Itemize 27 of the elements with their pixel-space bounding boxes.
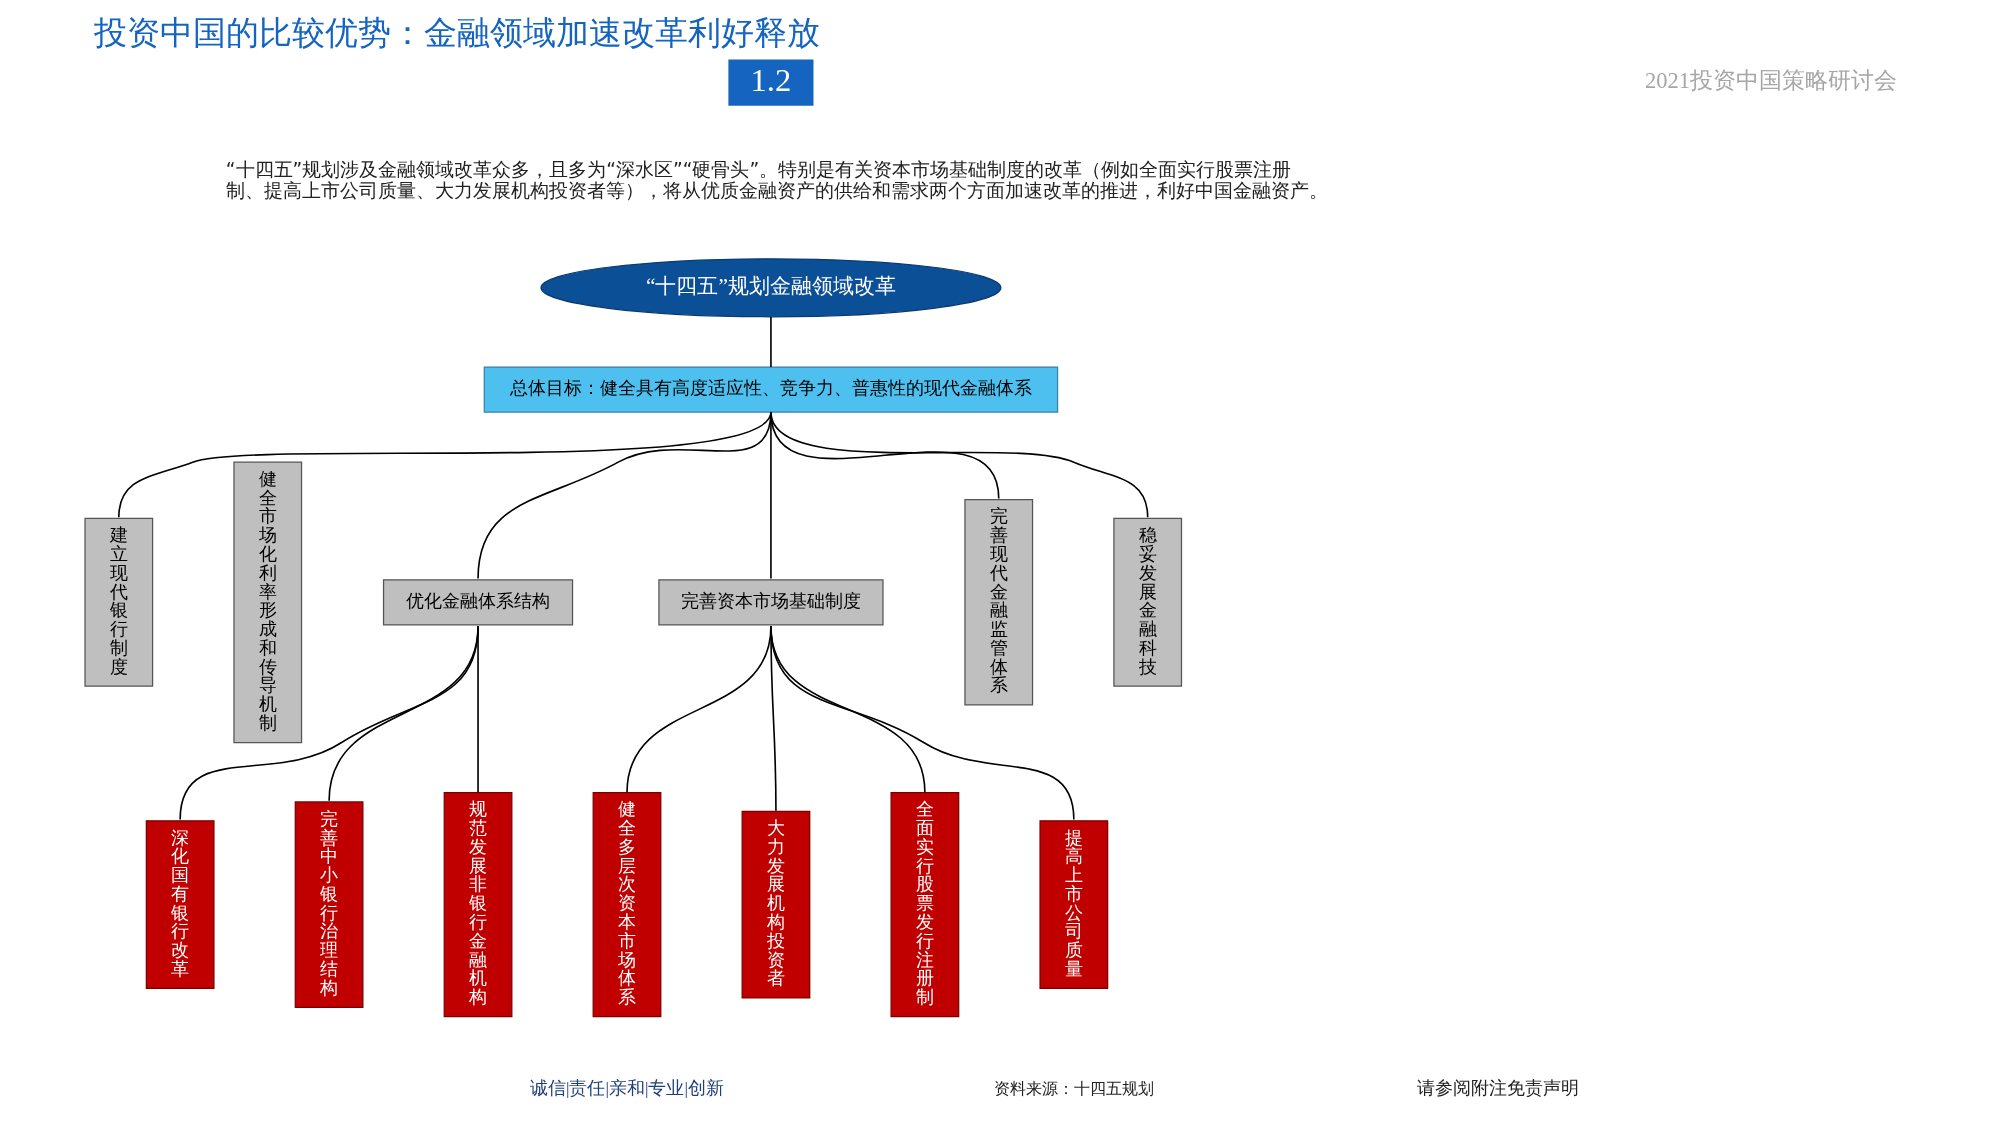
connector [770,316,772,368]
node-box: 提高上市公司质量 [1039,820,1109,990]
connector [328,625,479,802]
node-ellipse: “十四五”规划金融领域改革 [540,258,1002,318]
node-box: 总体目标：健全具有高度适应性、竞争力、普惠性的现代金融体系 [483,366,1059,413]
label: 2021投资中国策略研讨会 [1645,68,1898,94]
node-box: 全面实行股票发行注册制 [890,792,960,1018]
diagram-title: 投资中国的比较优势：金融领域加速改革利好释放 [93,15,820,52]
label: 1.2 [750,61,792,98]
node-box: 深化国有银行改革 [145,820,215,990]
node-box: 完善资本市场基础制度 [658,579,884,626]
label: 诚信|责任|亲和|专业|创新 [529,1077,725,1098]
node-box: 大力发展机构投资者 [741,810,811,999]
label: 资料来源：十四五规划 [993,1078,1154,1098]
connector [770,625,1075,821]
label: 请参阅附注免责声明 [1417,1077,1580,1098]
node-box: 健全多层次资本市场体系 [592,792,662,1018]
connector [477,625,479,794]
node-box: 规范发展非银行金融机构 [443,792,513,1018]
label: “十四五”规划涉及金融领域改革众多，且多为“深水区”“硬骨头”。特别是有关资本市场基础制度的改革（例如全面实行股票注册制、提高上市公司质量、大力发展机构投资者等），将从优质金融资产的供给和需求两个方面加速改革的推进，利好中国金融资产。 [225,158,1328,202]
node-box: 完善现代金融监管体系 [964,499,1034,706]
node-box: 建立现代银行制度 [84,517,154,687]
node-box: 健全市场化利率形成和传导机制 [233,461,303,744]
connector [179,625,479,821]
node-box: 完善中小银行治理结构 [294,801,364,1008]
node-box: 优化金融体系结构 [382,579,574,626]
node-box: 稳妥发展金融科技 [1113,517,1183,687]
